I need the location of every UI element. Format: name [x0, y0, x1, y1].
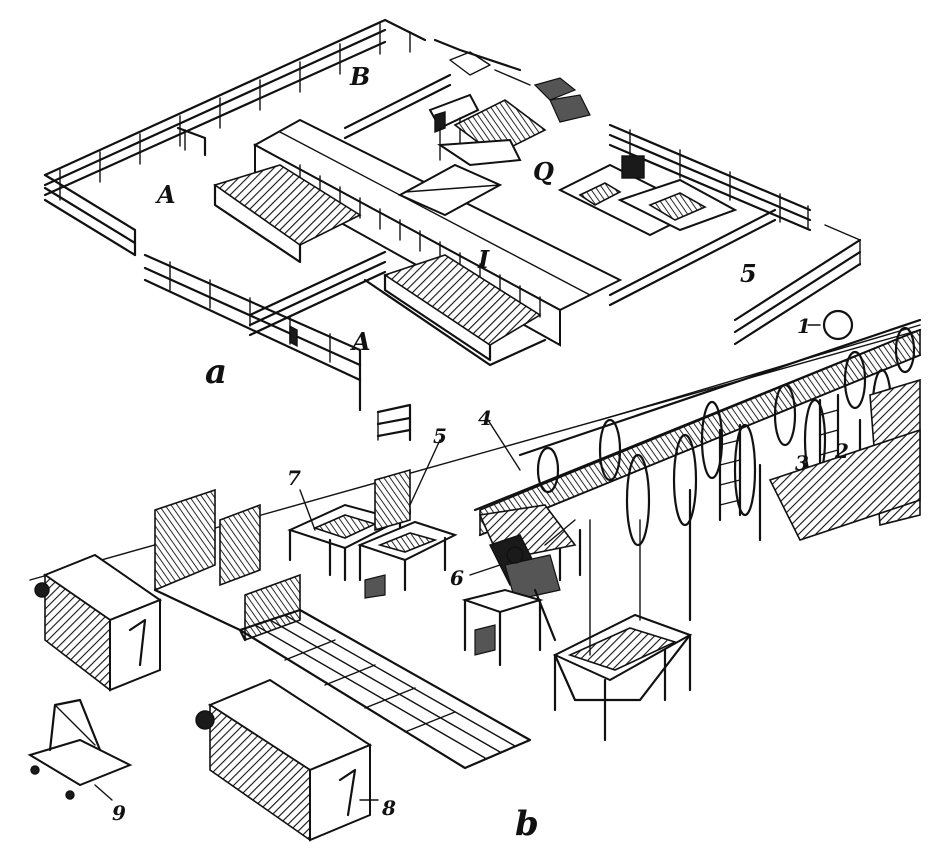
label-3: 3 [795, 451, 809, 475]
main-shed-building: I [213, 118, 623, 367]
zone-label-A-bottom: A [350, 327, 371, 356]
label-1: 1 [797, 314, 811, 338]
cage-crate-8 [195, 678, 379, 842]
label-6: 6 [450, 566, 464, 590]
overhead-conveyor [473, 309, 922, 622]
leader-lines [299, 419, 521, 576]
chill-tank [552, 519, 693, 742]
part-a-farm-layout: I B A A Q 5 a [43, 18, 862, 442]
part-label-a: a [205, 352, 227, 392]
partition-walls [153, 468, 411, 642]
part-label-b: b [515, 804, 539, 844]
item-1-circle [822, 309, 854, 341]
label-7: 7 [287, 466, 301, 490]
zone-label-Q: Q [533, 157, 554, 186]
work-table [461, 588, 544, 667]
floor-walkway [238, 608, 532, 770]
zone-label-B: B [349, 62, 370, 91]
part-b-equipment: 1 2 3 4 5 6 7 8 9 b [27, 309, 922, 844]
hand-cart-9 [27, 698, 133, 801]
label-4: 4 [478, 406, 492, 430]
tables-7-and-5 [287, 500, 458, 599]
roman-numeral-I: I [477, 245, 490, 274]
cage-crate-left [34, 553, 163, 692]
service-buildings [428, 51, 738, 237]
zone-label-5-top: 5 [740, 259, 757, 288]
label-9: 9 [112, 801, 126, 825]
label-5: 5 [433, 424, 447, 448]
label-2: 2 [834, 439, 849, 463]
processing-machine-6 [478, 504, 577, 642]
label-8: 8 [381, 796, 396, 820]
zone-label-A-left: A [155, 180, 176, 209]
